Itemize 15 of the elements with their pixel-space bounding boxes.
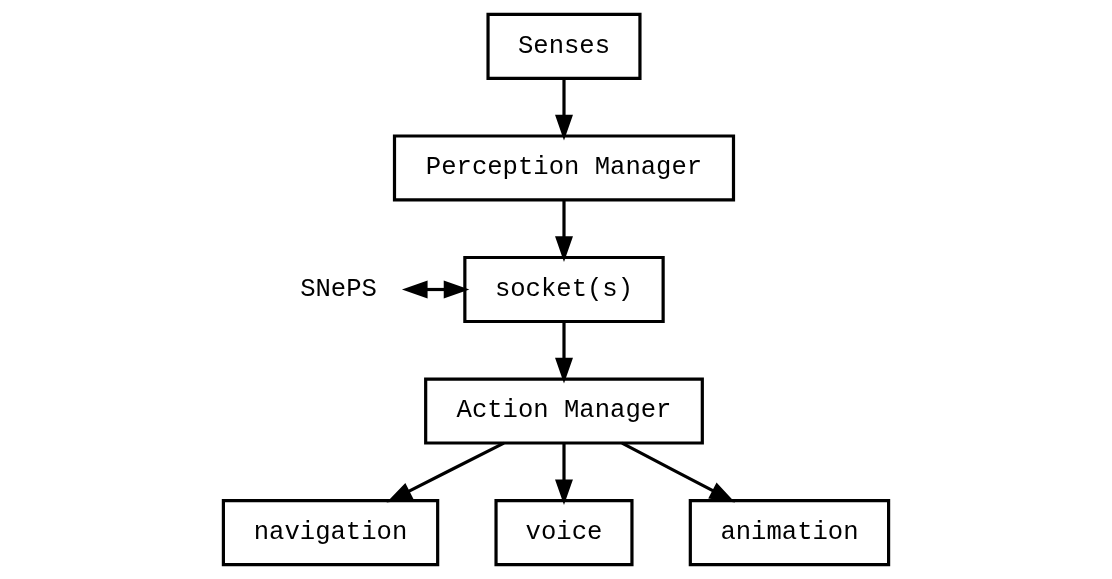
node-box: voice: [494, 498, 634, 567]
arrow: [555, 200, 573, 262]
node-box: Perception Manager: [392, 134, 736, 202]
arrow: [555, 443, 573, 506]
node-box: animation: [688, 498, 891, 567]
node-text: SNePS: [300, 274, 377, 304]
node-box: Action Manager: [424, 377, 704, 445]
arrow: [386, 441, 505, 503]
arrow: [401, 280, 470, 299]
node-box: navigation: [221, 498, 440, 567]
arrow: [555, 321, 573, 384]
node-box: Senses: [486, 12, 642, 80]
arrow: [621, 441, 736, 503]
node-box: socket(s): [463, 255, 665, 324]
arrow: [555, 78, 573, 141]
